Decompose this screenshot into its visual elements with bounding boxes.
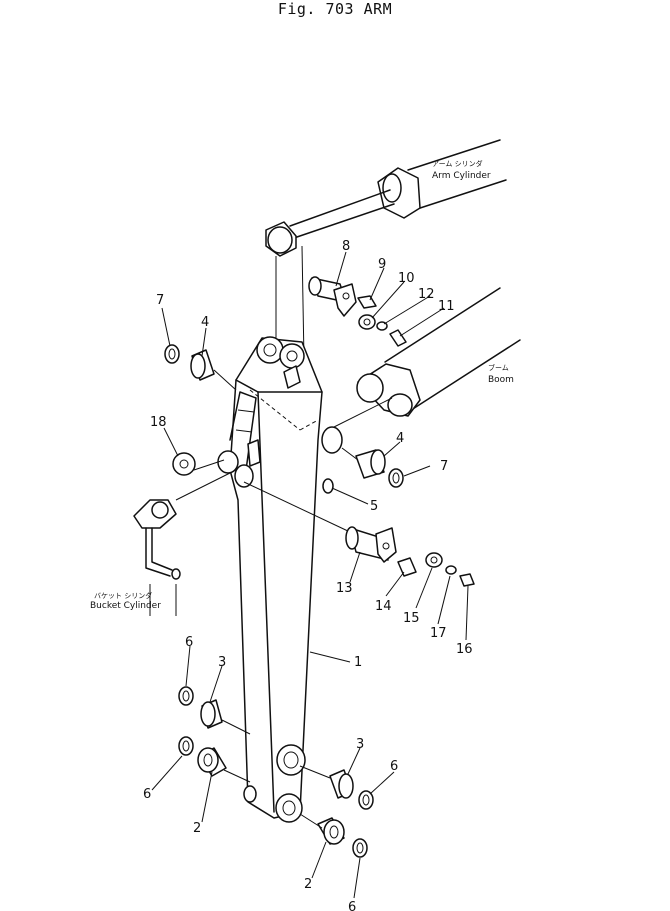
callout-2-right: 2	[304, 877, 312, 892]
callout-2-left: 2	[193, 821, 201, 836]
callout-10: 10	[398, 271, 415, 286]
arm-cylinder-drawing	[265, 139, 507, 361]
callout-11: 11	[438, 299, 455, 314]
component-labels: アーム シリンダ Arm Cylinder ブーム Boom バケット シリンダ…	[90, 159, 514, 611]
arm-cylinder-label-jp: アーム シリンダ	[432, 159, 483, 168]
bucket-cylinder-label-jp: バケット シリンダ	[94, 591, 152, 600]
callout-3-left: 3	[218, 655, 226, 670]
callout-16: 16	[456, 642, 473, 657]
callout-7-right: 7	[440, 459, 448, 474]
callout-5: 5	[370, 499, 378, 514]
callout-6-top-left: 6	[185, 635, 193, 650]
callout-3-right: 3	[356, 737, 364, 752]
bucket-cylinder-drawing	[133, 469, 237, 616]
arm-body-drawing	[217, 336, 343, 823]
callout-7-left: 7	[156, 293, 164, 308]
callout-12: 12	[418, 287, 435, 302]
callout-14: 14	[375, 599, 392, 614]
callout-6-right: 6	[390, 759, 398, 774]
leader-lines	[151, 251, 469, 899]
callout-8: 8	[342, 239, 350, 254]
figure-title: Fig. 703 ARM	[277, 0, 393, 18]
callout-1: 1	[354, 655, 362, 670]
pin-assembly-8	[249, 276, 407, 431]
bushings-and-seals	[164, 344, 404, 858]
boom-label: Boom	[488, 375, 514, 385]
boom-label-jp: ブーム	[488, 363, 509, 372]
callout-6-mid-left: 6	[143, 787, 151, 802]
callout-4-left: 4	[201, 315, 209, 330]
arm-cylinder-label: Arm Cylinder	[432, 171, 491, 181]
callout-18: 18	[150, 415, 167, 430]
callout-17: 17	[430, 626, 447, 641]
callout-numbers: 1 2 2 3 3 4 4 5 6 6 6 6 7 7 8 9 10 12 11…	[143, 239, 473, 911]
callout-9: 9	[378, 257, 386, 272]
callout-13: 13	[336, 581, 353, 596]
callout-6-bottom: 6	[348, 900, 356, 911]
boom-drawing	[331, 287, 521, 429]
callout-15: 15	[403, 611, 420, 626]
bucket-cylinder-label: Bucket Cylinder	[90, 601, 161, 611]
callout-4-right: 4	[396, 431, 404, 446]
